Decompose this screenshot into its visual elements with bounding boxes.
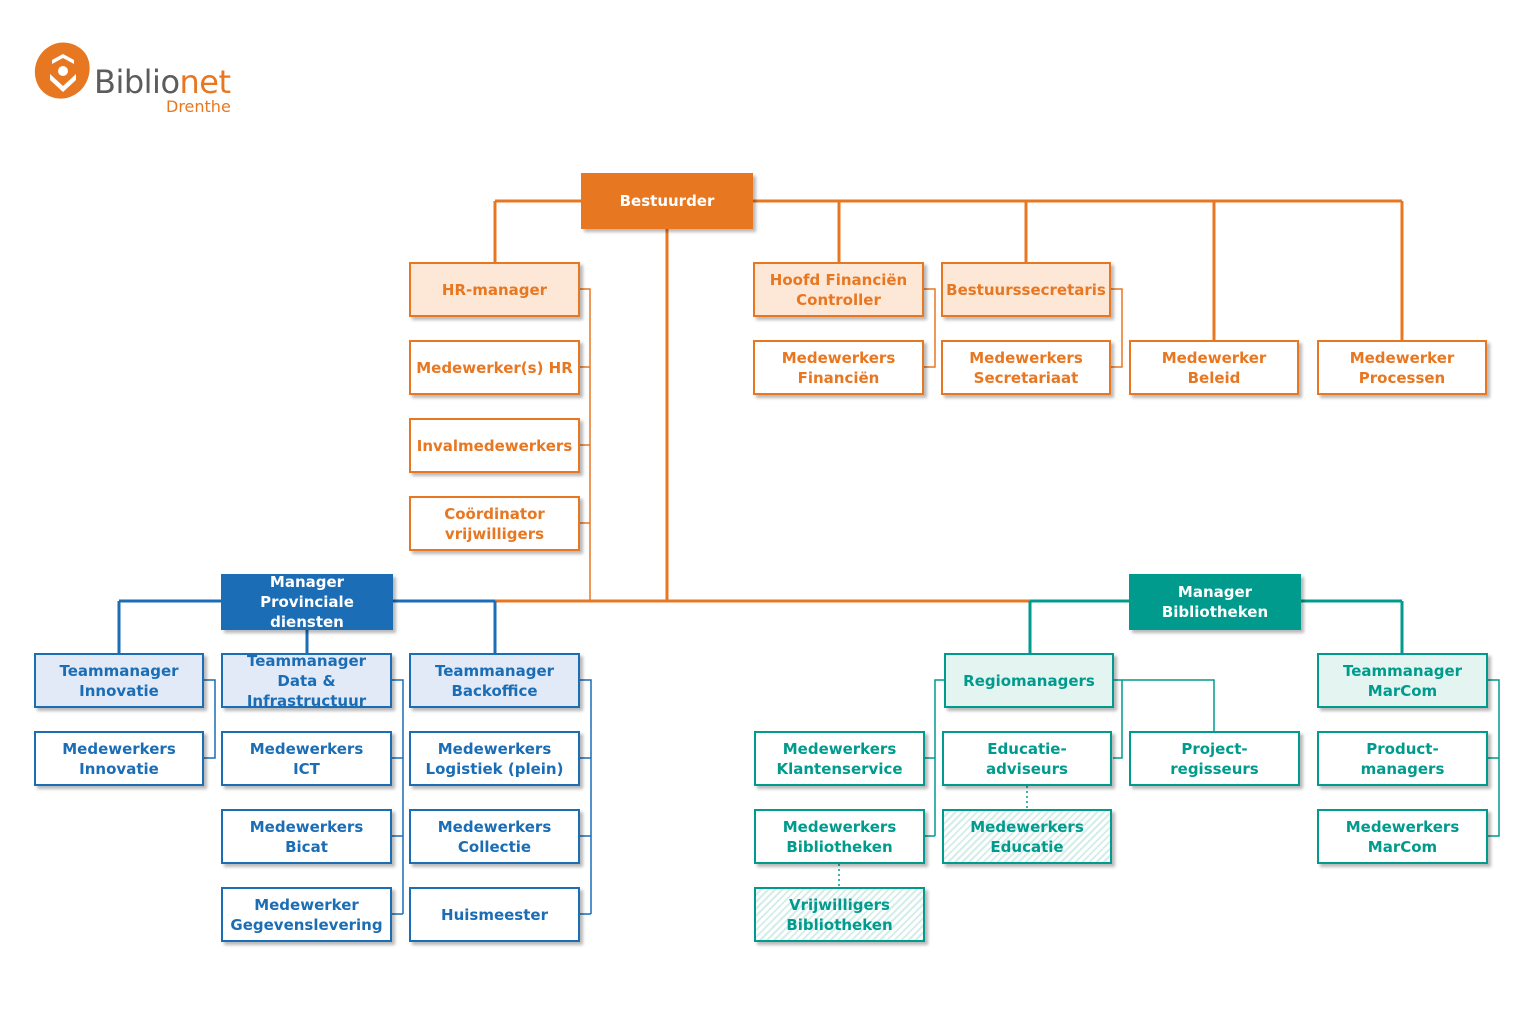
node-label: HR-manager (441, 280, 548, 299)
node-label: Medewerkers Secretariaat (969, 348, 1083, 387)
node-medewerkers-secretariaat: Medewerkers Secretariaat (941, 340, 1111, 395)
node-medewerkers-hr: Medewerker(s) HR (409, 340, 580, 395)
node-label: Bestuurder (619, 192, 715, 210)
node-label: Teammanager Data & Infrastructuur (246, 651, 367, 710)
teal-dotted-connectors (838, 786, 1028, 887)
node-label: Project- regisseurs (1170, 739, 1259, 778)
biblionet-logo: Biblionet Drenthe (32, 40, 252, 120)
node-vrijwilligers-bibliotheken: Vrijwilligers Bibliotheken (754, 887, 925, 942)
node-label: Educatie- adviseurs (986, 739, 1068, 778)
node-label: Medewerkers MarCom (1345, 817, 1460, 856)
node-manager-provinciale-diensten: Manager Provinciale diensten (221, 573, 393, 631)
node-label: Invalmedewerkers (416, 436, 573, 455)
blue-thin-connectors (204, 679, 592, 915)
node-medewerker-processen: Medewerker Processen (1317, 340, 1487, 395)
node-label: Teammanager MarCom (1342, 661, 1463, 700)
node-bestuurder: Bestuurder (581, 173, 753, 229)
node-label: Regiomanagers (963, 671, 1095, 690)
node-hoofd-financien: Hoofd Financiën Controller (753, 262, 924, 317)
node-medewerkers-educatie: Medewerkers Educatie (942, 809, 1112, 864)
node-medewerkers-klantenservice: Medewerkers Klantenservice (754, 731, 925, 786)
node-label: Medewerkers Educatie (970, 817, 1084, 856)
node-label: Huismeester (441, 905, 548, 924)
node-label: Manager Bibliotheken (1161, 583, 1269, 621)
node-label: Medewerkers Klantenservice (776, 739, 903, 778)
connector-data-group (392, 679, 404, 915)
node-label: Medewerker Beleid (1161, 348, 1267, 387)
node-teammanager-innovatie: Teammanager Innovatie (34, 653, 204, 708)
node-label: Hoofd Financiën Controller (769, 270, 908, 309)
node-label: Teammanager Innovatie (59, 661, 179, 700)
node-label: Coördinator vrijwilligers (444, 504, 545, 543)
logo-name-part1: Biblio (94, 63, 180, 101)
connector-backoffice-group (580, 679, 592, 915)
node-teammanager-data-infrastructuur: Teammanager Data & Infrastructuur (221, 651, 392, 710)
node-medewerkers-ict: Medewerkers ICT (221, 731, 392, 786)
node-regiomanagers: Regiomanagers (944, 653, 1114, 708)
node-label: Medewerkers Logistiek (plein) (425, 739, 564, 778)
connector-hr-group (580, 288, 591, 601)
node-label: Medewerkers ICT (249, 739, 364, 778)
logo-wordmark: Biblionet (94, 64, 231, 100)
node-huismeester: Huismeester (409, 887, 580, 942)
orange-connectors (493, 199, 1404, 603)
node-label: Medewerker(s) HR (416, 358, 573, 377)
connector-regio-right-group (1113, 679, 1215, 759)
node-label: Medewerkers Innovatie (62, 739, 176, 778)
biblionet-logo-icon (34, 42, 90, 99)
node-label: Medewerker Processen (1349, 348, 1455, 387)
node-label: Manager Provinciale diensten (260, 573, 354, 631)
node-invalmedewerkers: Invalmedewerkers (409, 418, 580, 473)
node-medewerker-gegevenslevering: Medewerker Gegevenslevering (221, 887, 392, 942)
node-coordinator-vrijwilligers: Coördinator vrijwilligers (409, 496, 580, 551)
node-educatie-adviseurs: Educatie- adviseurs (942, 731, 1112, 786)
logo-name-part2: net (179, 63, 232, 101)
node-medewerker-beleid: Medewerker Beleid (1129, 340, 1299, 395)
node-medewerkers-collectie: Medewerkers Collectie (409, 809, 580, 864)
node-label: Medewerkers Bibliotheken (782, 817, 897, 856)
orange-thin-connectors (580, 288, 1123, 601)
node-label: Medewerkers Collectie (437, 817, 552, 856)
connector-innovatie-group (204, 679, 216, 759)
node-medewerkers-logistiek: Medewerkers Logistiek (plein) (409, 731, 580, 786)
node-product-managers: Product- managers (1317, 731, 1488, 786)
node-label: Medewerkers Bicat (249, 817, 364, 856)
node-label: Medewerker Gegevenslevering (230, 895, 383, 934)
connector-marcom-group (1488, 679, 1500, 837)
logo-subtitle: Drenthe (166, 97, 231, 116)
node-medewerkers-bicat: Medewerkers Bicat (221, 809, 392, 864)
node-hr-manager: HR-manager (409, 262, 580, 317)
teal-thin-connectors (925, 679, 1500, 837)
node-label: Product- managers (1360, 739, 1445, 778)
connector-secretariaat-group (1111, 288, 1123, 368)
node-project-regisseurs: Project- regisseurs (1129, 731, 1300, 786)
node-medewerkers-financien: Medewerkers Financiën (753, 340, 924, 395)
node-label: Bestuurssecretaris (946, 280, 1106, 299)
node-bestuurssecretaris: Bestuurssecretaris (941, 262, 1111, 317)
node-manager-bibliotheken: Manager Bibliotheken (1129, 574, 1301, 630)
node-teammanager-marcom: Teammanager MarCom (1317, 653, 1488, 708)
node-label: Vrijwilligers Bibliotheken (786, 895, 893, 934)
connector-regio-left-group (925, 679, 945, 837)
node-medewerkers-marcom: Medewerkers MarCom (1317, 809, 1488, 864)
node-label: Medewerkers Financiën (781, 348, 896, 387)
node-label: Teammanager Backoffice (434, 661, 555, 700)
node-medewerkers-innovatie: Medewerkers Innovatie (34, 731, 204, 786)
node-medewerkers-bibliotheken: Medewerkers Bibliotheken (754, 809, 925, 864)
node-teammanager-backoffice: Teammanager Backoffice (409, 653, 580, 708)
connector-financien-group (924, 288, 936, 368)
